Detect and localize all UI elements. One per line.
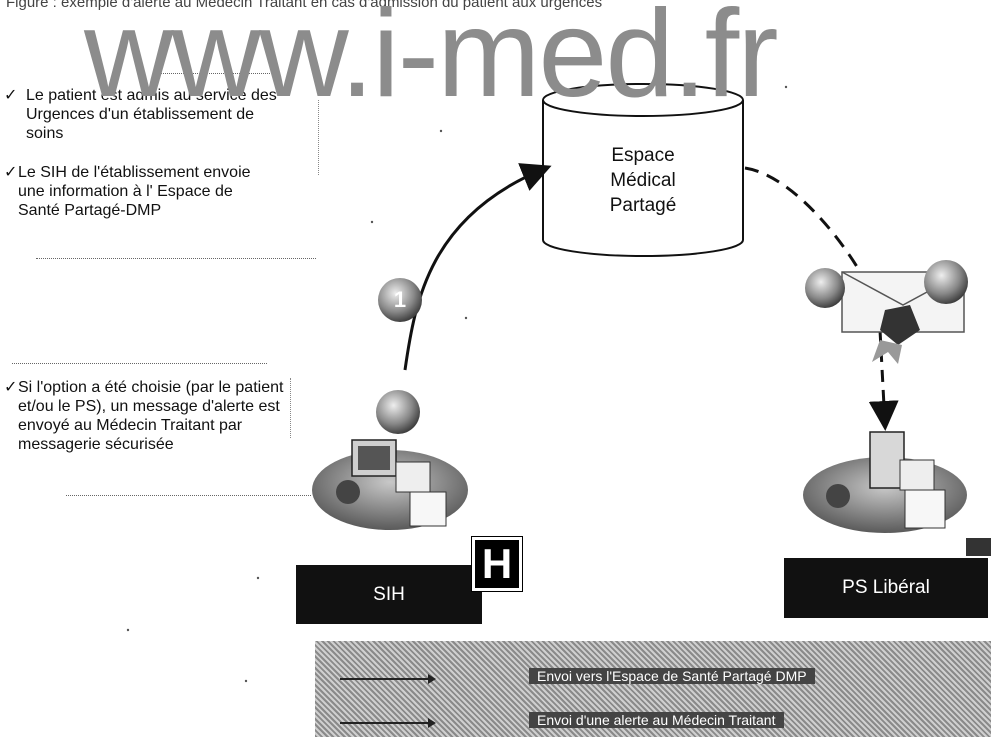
alert-dashed-path <box>744 166 868 283</box>
step-text: Le SIH de l'établissement envoie une inf… <box>18 164 251 219</box>
legend-panel: Envoi vers l'Espace de Santé Partagé DMP… <box>315 641 991 737</box>
database-label: Espace Médical Partagé <box>583 143 703 218</box>
message-ball-icon <box>376 390 420 434</box>
dmp-send-arrow <box>403 163 552 371</box>
watermark-text: www.i-med.fr <box>84 0 779 123</box>
ps-workstation-icon <box>803 431 967 533</box>
secure-mail-icon <box>805 260 968 364</box>
corner-block <box>966 538 991 556</box>
hospital-badge: H <box>471 536 523 592</box>
figure-caption: Figure : exemple d'alerte au Médecin Tra… <box>6 0 603 11</box>
step-admission: ✓ Le patient est admis au service des Ur… <box>4 86 294 143</box>
step-alert: ✓ Si l'option a été choisie (par le pati… <box>4 378 284 454</box>
separator-dots <box>160 73 270 74</box>
sih-workstation-icon <box>312 439 468 530</box>
separator-dots <box>36 258 316 259</box>
separator-dots <box>66 495 311 496</box>
database-label-line: Partagé <box>609 195 677 216</box>
separator-dots <box>318 100 319 175</box>
legend-arrow-icon <box>340 718 436 728</box>
separator-dots <box>290 378 291 438</box>
legend-item-dmp: Envoi vers l'Espace de Santé Partagé DMP <box>529 668 815 684</box>
step-one-marker <box>378 278 422 322</box>
check-icon: ✓ <box>4 87 18 104</box>
step-one-marker-label: 1 <box>393 287 407 312</box>
ps-liberal-label: PS Libéral <box>784 558 988 618</box>
check-icon: ✓ <box>4 379 18 396</box>
legend-arrow-icon <box>340 674 436 684</box>
database-label-line: Espace <box>611 145 675 166</box>
separator-dots <box>12 363 267 364</box>
database-label-line: Médical <box>610 170 676 191</box>
step-text: Si l'option a été choisie (par le patien… <box>18 379 284 453</box>
step-text: Le patient est admis au service des Urge… <box>26 87 277 142</box>
legend-item-alert: Envoi d'une alerte au Médecin Traitant <box>529 712 784 728</box>
alert-dashed-arrow <box>868 329 899 431</box>
sih-label: SIH <box>296 565 482 624</box>
database-icon <box>542 83 744 257</box>
step-sih-send: ✓ Le SIH de l'établissement envoie une i… <box>4 163 264 220</box>
check-icon: ✓ <box>4 164 18 181</box>
